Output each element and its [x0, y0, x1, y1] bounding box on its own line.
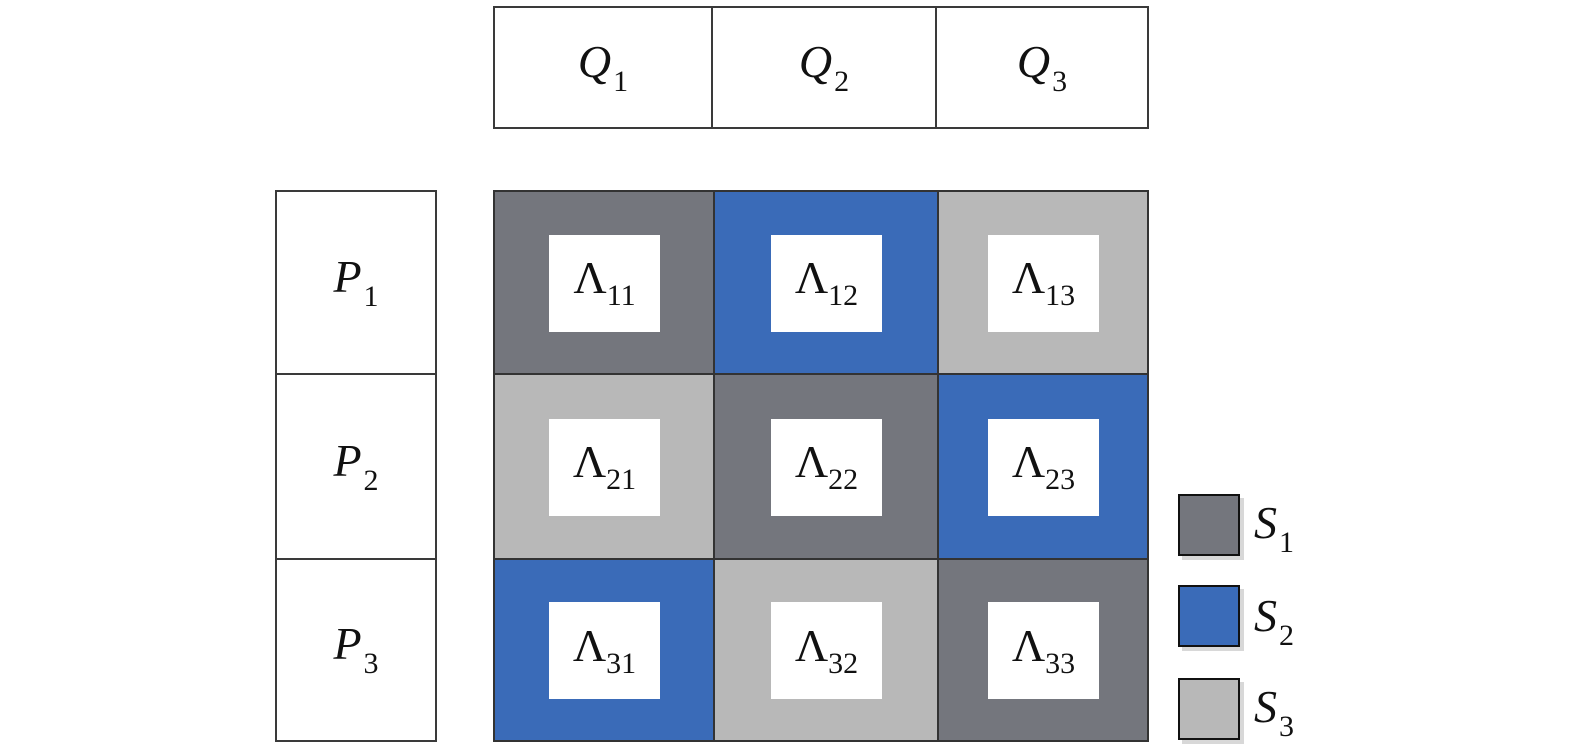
- legend-letter: S: [1254, 590, 1277, 641]
- legend-letter: S: [1254, 681, 1277, 732]
- cell-subscript: 31: [606, 646, 637, 680]
- legend-subscript: 2: [1279, 619, 1294, 652]
- column-letter: Q: [1016, 35, 1051, 87]
- column-header-q3: Q3: [935, 6, 1149, 129]
- cell-subscript: 22: [828, 463, 859, 496]
- cell-subscript: 32: [828, 646, 859, 680]
- cell-label-box: Λ23: [988, 418, 1099, 516]
- cell-33: Λ33: [937, 558, 1149, 742]
- cell-label-box: Λ11: [549, 234, 660, 332]
- column-letter: Q: [798, 35, 833, 87]
- cell-subscript: 21: [606, 463, 637, 496]
- column-header-q2: Q2: [711, 6, 937, 129]
- lambda-symbol: Λ: [1011, 436, 1046, 487]
- row-letter: P: [333, 250, 362, 302]
- lambda-symbol: Λ: [794, 252, 829, 303]
- lambda-symbol: Λ: [794, 619, 829, 671]
- cell-21: Λ21: [493, 373, 715, 560]
- legend-label-s1: S1: [1254, 500, 1294, 558]
- column-subscript: 2: [834, 64, 850, 98]
- lambda-symbol: Λ: [572, 436, 607, 487]
- cell-label-box: Λ12: [771, 234, 882, 332]
- column-letter: Q: [577, 35, 612, 87]
- cell-12: Λ12: [713, 190, 939, 375]
- column-header-q1: Q1: [493, 6, 713, 129]
- cell-32: Λ32: [713, 558, 939, 742]
- row-subscript: 2: [363, 463, 379, 497]
- cell-label-box: Λ32: [771, 602, 882, 699]
- legend-swatch-s3: [1178, 678, 1240, 740]
- cell-subscript: 33: [1045, 646, 1076, 680]
- cell-label-box: Λ21: [549, 418, 660, 516]
- row-header-p3: P3: [275, 558, 437, 742]
- cell-22: Λ22: [713, 373, 939, 560]
- legend-subscript: 3: [1279, 710, 1294, 743]
- row-header-p2: P2: [275, 373, 437, 560]
- legend-letter: S: [1254, 497, 1277, 548]
- legend-label-s3: S3: [1254, 684, 1294, 742]
- row-header-p1: P1: [275, 190, 437, 375]
- cell-subscript: 12: [828, 279, 859, 312]
- cell-subscript: 11: [606, 279, 636, 312]
- cell-subscript: 13: [1045, 279, 1076, 312]
- cell-label-box: Λ22: [771, 418, 882, 516]
- cell-label-box: Λ33: [988, 602, 1099, 699]
- row-subscript: 3: [363, 647, 379, 680]
- cell-label-box: Λ31: [549, 602, 660, 699]
- lambda-symbol: Λ: [1011, 252, 1046, 303]
- row-letter: P: [333, 618, 362, 669]
- cell-11: Λ11: [493, 190, 715, 375]
- row-letter: P: [333, 434, 362, 486]
- cell-label-box: Λ13: [988, 234, 1099, 332]
- legend-swatch-s2: [1178, 585, 1240, 647]
- cell-13: Λ13: [937, 190, 1149, 375]
- lambda-symbol: Λ: [1011, 619, 1046, 671]
- legend-label-s2: S2: [1254, 593, 1294, 651]
- lambda-symbol: Λ: [572, 619, 607, 671]
- column-subscript: 3: [1052, 64, 1068, 98]
- legend-subscript: 1: [1279, 526, 1294, 559]
- legend-swatch-s1: [1178, 494, 1240, 556]
- cell-subscript: 23: [1045, 463, 1076, 496]
- row-subscript: 1: [363, 279, 379, 313]
- lambda-symbol: Λ: [573, 252, 607, 303]
- cell-31: Λ31: [493, 558, 715, 742]
- lambda-symbol: Λ: [794, 436, 829, 487]
- cell-23: Λ23: [937, 373, 1149, 560]
- column-subscript: 1: [613, 64, 629, 98]
